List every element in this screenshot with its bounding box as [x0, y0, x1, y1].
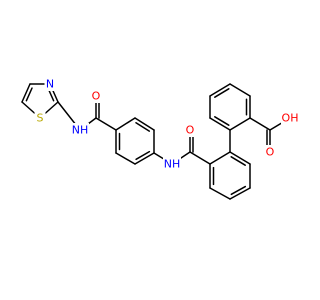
- bond-line: [134, 152, 155, 165]
- bond-line-inner: [214, 116, 230, 126]
- label-background: [44, 77, 56, 91]
- bond-line: [115, 117, 136, 131]
- label-background: [90, 89, 102, 103]
- bond-line: [209, 117, 231, 131]
- s-thiazole-label: S: [37, 112, 44, 125]
- o-acid-label: O: [266, 146, 275, 159]
- atom-label-group: O NH N S O NH O OH: [34, 77, 299, 171]
- label-background: [281, 111, 299, 125]
- bond-line-inner: [135, 150, 151, 161]
- bond-line: [134, 117, 155, 131]
- n-thiazole-label: N: [46, 78, 54, 91]
- bond-line: [189, 151, 211, 165]
- label-background: [163, 157, 181, 171]
- bond-line-inner: [135, 122, 151, 132]
- nh-thiazole-label: NH: [72, 124, 89, 137]
- bond-line: [209, 83, 231, 97]
- label-background: [71, 123, 89, 137]
- bond-line: [21, 83, 31, 103]
- bond-line-inner: [25, 87, 33, 102]
- bond-line: [115, 152, 136, 165]
- nh-amide2-label: NH: [164, 158, 181, 171]
- o-amide1-label: O: [92, 90, 101, 103]
- label-background: [264, 145, 276, 159]
- bond-line: [229, 151, 251, 165]
- bond-line: [95, 117, 117, 131]
- bond-line: [249, 117, 271, 131]
- label-background: [34, 111, 46, 125]
- bond-line: [229, 117, 251, 131]
- oh-acid-label: OH: [282, 112, 299, 125]
- bond-line-inner: [230, 185, 247, 196]
- molecule-structure: O NH N S O NH O OH: [21, 77, 299, 200]
- bond-line: [229, 83, 251, 97]
- bond-group: [21, 83, 291, 200]
- bond-line: [209, 151, 231, 165]
- bond-line: [229, 187, 251, 200]
- o-amide2-label: O: [186, 124, 195, 137]
- bond-line-inner: [214, 88, 230, 98]
- label-background: [184, 123, 196, 137]
- bond-line-inner: [230, 156, 246, 166]
- bond-line: [209, 187, 231, 200]
